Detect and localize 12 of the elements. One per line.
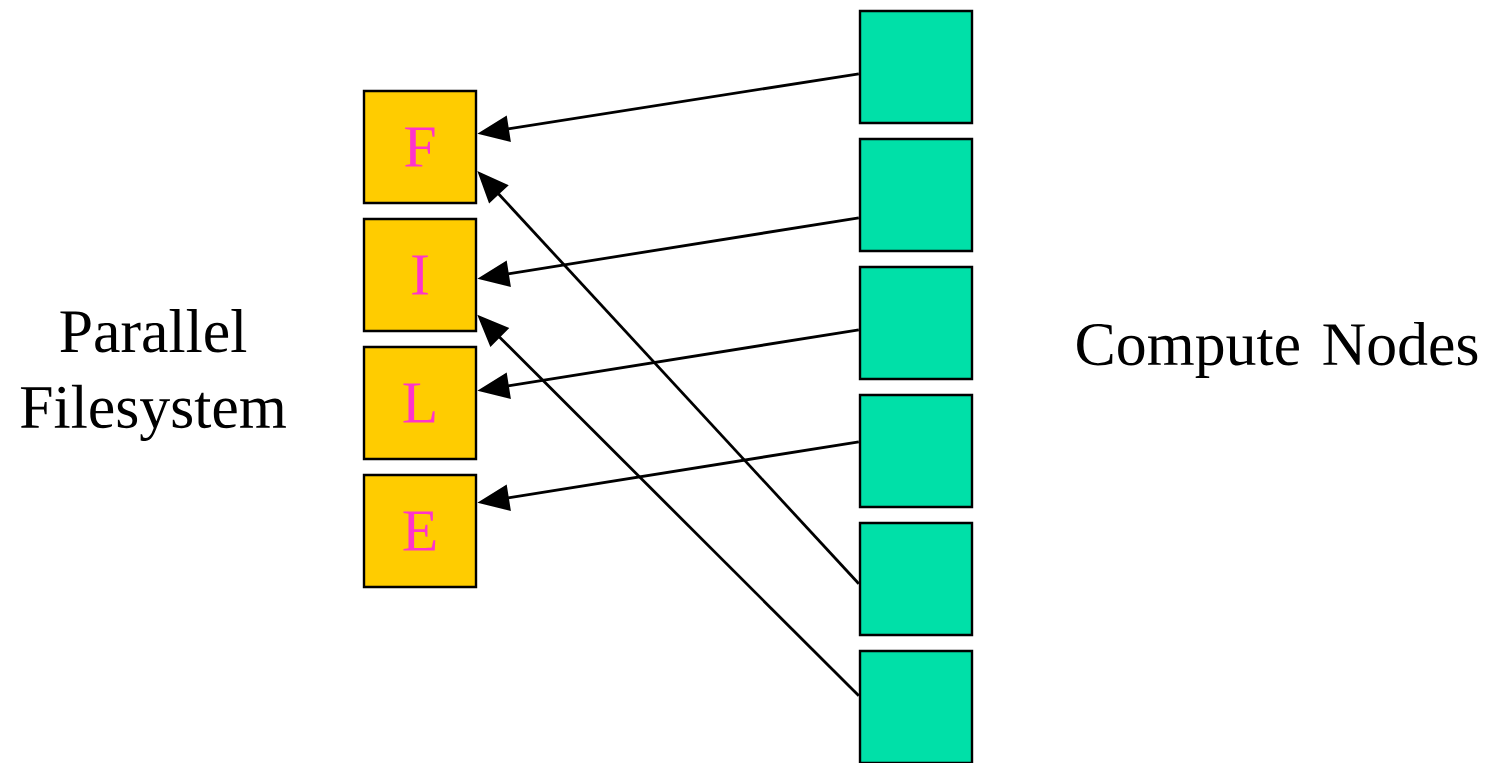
compute-node-box bbox=[858, 393, 974, 509]
text-label: Compute Nodes bbox=[1077, 322, 1478, 378]
file-block: F bbox=[362, 89, 478, 205]
file-block: I bbox=[362, 217, 478, 333]
compute-node-box bbox=[858, 649, 974, 763]
compute-node-box bbox=[858, 265, 974, 381]
file-block: E bbox=[362, 473, 478, 589]
text-label: Parallel Filesystem bbox=[20, 309, 286, 441]
compute-node-box bbox=[858, 9, 974, 125]
compute-node-box bbox=[858, 137, 974, 253]
file-block: L bbox=[362, 345, 478, 461]
compute-node-box bbox=[858, 521, 974, 637]
